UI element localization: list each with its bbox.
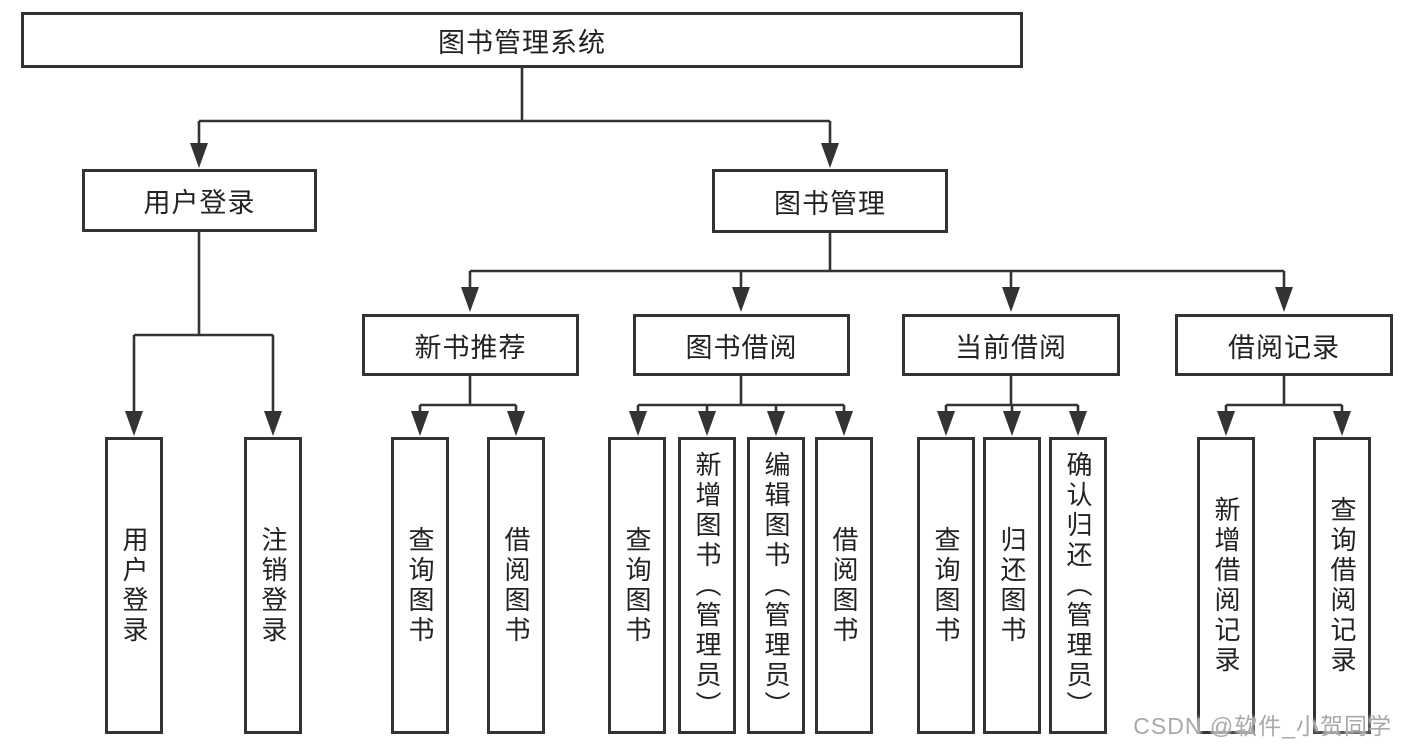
leaf-add-borrow-record: 新增借阅记录 [1197, 437, 1255, 734]
leaf-query-borrow-record: 查询借阅记录 [1313, 437, 1371, 734]
node-book-management-branch: 图书管理 [712, 169, 948, 233]
leaf-query-books-borrowing: 查询图书 [608, 437, 666, 734]
leaf-user-login: 用户登录 [105, 437, 163, 734]
leaf-borrow-books-recommend: 借阅图书 [487, 437, 545, 734]
leaf-query-books-current: 查询图书 [917, 437, 975, 734]
leaf-return-books: 归还图书 [983, 437, 1041, 734]
leaf-add-books-admin: 新增图书（管理员） [678, 437, 736, 734]
csdn-watermark: CSDN @软件_小贺同学 [1133, 713, 1392, 739]
node-borrowing-records: 借阅记录 [1175, 314, 1393, 376]
node-user-login-branch: 用户登录 [82, 169, 317, 232]
leaf-query-books-recommend: 查询图书 [391, 437, 449, 734]
leaf-confirm-return-admin: 确认归还（管理员） [1049, 437, 1107, 734]
arrowhead-group [125, 143, 1351, 436]
node-library-management-system: 图书管理系统 [21, 12, 1023, 68]
leaf-logout: 注销登录 [244, 437, 302, 734]
node-current-borrowing: 当前借阅 [902, 314, 1120, 376]
node-book-borrowing: 图书借阅 [633, 314, 850, 376]
leaf-borrow-books: 借阅图书 [815, 437, 873, 734]
node-new-book-recommend: 新书推荐 [362, 314, 579, 376]
leaf-edit-books-admin: 编辑图书（管理员） [747, 437, 805, 734]
